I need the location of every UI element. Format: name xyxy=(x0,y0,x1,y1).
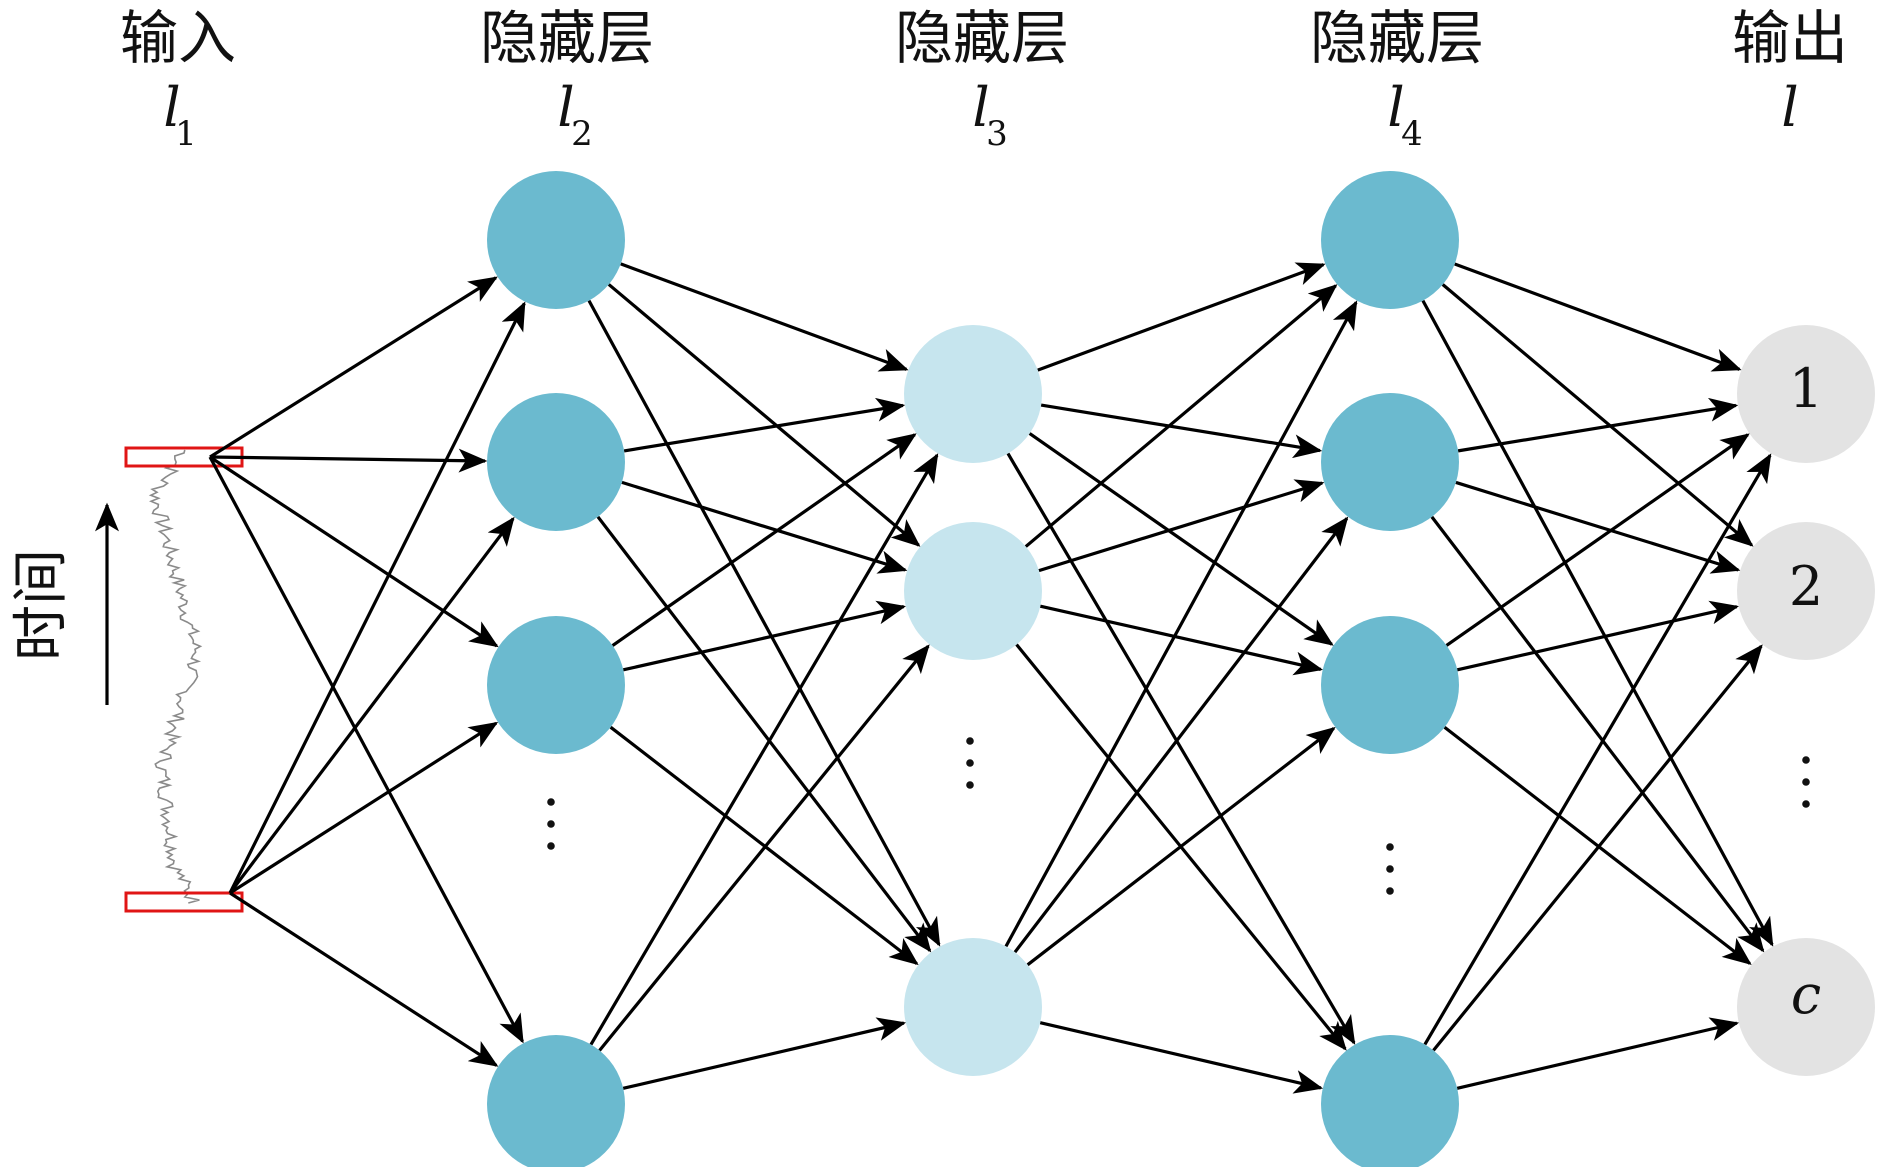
connection-arrow xyxy=(1037,262,1326,372)
connection-arrow xyxy=(1455,480,1741,574)
connection-arrow xyxy=(1454,262,1742,372)
layer-subscript-hidden1: 2 xyxy=(571,114,593,154)
layer-symbol-output: l xyxy=(1781,76,1798,139)
hidden-node-l2 xyxy=(487,393,625,531)
connection-arrow xyxy=(1039,1021,1324,1094)
hidden-node-l4 xyxy=(1321,393,1459,531)
connection-arrow xyxy=(229,891,499,1067)
ellipsis-hidden2 xyxy=(966,737,974,789)
hidden-node-l2 xyxy=(487,171,625,309)
ellipsis-hidden3 xyxy=(1386,843,1394,895)
connection-arrow xyxy=(596,515,932,953)
connection-arrow xyxy=(1432,644,1763,1052)
output-node-label: c xyxy=(1791,963,1821,1026)
connection-arrow xyxy=(620,262,909,372)
layer-heading-hidden3: 隐藏层 l 4 xyxy=(1310,4,1484,154)
connection-arrow xyxy=(622,600,907,672)
hidden-node-l3 xyxy=(904,938,1042,1076)
connection-arrow xyxy=(228,301,526,894)
connection-arrow xyxy=(622,1017,907,1090)
ellipsis-hidden1 xyxy=(547,798,555,850)
connection-arrow xyxy=(1028,432,1334,646)
connection-arrow xyxy=(1039,604,1324,676)
connection-arrow xyxy=(208,456,524,1044)
layer-title-hidden3: 隐藏层 xyxy=(1310,4,1484,72)
hidden-node-l4 xyxy=(1321,171,1459,309)
layer-heading-output: 输出 l xyxy=(1732,4,1848,139)
output-node xyxy=(1737,938,1875,1076)
connection-arrow xyxy=(209,455,499,648)
connection-arrow xyxy=(1445,433,1750,647)
time-axis: 时间 xyxy=(9,502,119,705)
connection-arrow xyxy=(1013,516,1349,954)
connection-arrow xyxy=(1421,299,1774,947)
layer-title-output: 输出 xyxy=(1732,4,1848,72)
layer-subscript-hidden2: 3 xyxy=(986,114,1008,154)
input-window-marker xyxy=(124,891,244,913)
connection-arrow xyxy=(1456,1017,1740,1090)
layer-symbol-input: l xyxy=(163,76,180,139)
connection-arrow xyxy=(587,299,941,947)
layer-subscript-input: 1 xyxy=(175,114,197,154)
connection-arrow xyxy=(1441,283,1754,547)
time-series-signal xyxy=(148,449,203,904)
connection-arrow xyxy=(1443,725,1752,966)
connection-arrow xyxy=(209,276,498,459)
connection-arrow xyxy=(611,433,917,647)
output-node xyxy=(1737,325,1875,463)
connection-arrow xyxy=(1004,300,1358,948)
connection-arrow xyxy=(209,448,488,473)
connection-arrow xyxy=(1024,284,1338,548)
connection-arrow xyxy=(1423,453,1772,1046)
output-node-label: 2 xyxy=(1789,555,1823,618)
layer-heading-hidden2: 隐藏层 l 3 xyxy=(895,4,1069,154)
layer-title-input: 输入 xyxy=(120,4,236,72)
connection-arrow xyxy=(609,725,919,966)
output-node-label: 1 xyxy=(1789,357,1823,420)
network-nodes xyxy=(487,171,1875,1167)
connection-arrow xyxy=(621,480,908,574)
connection-arrow xyxy=(1006,452,1356,1045)
connection-arrow xyxy=(1038,479,1325,573)
connection-arrow xyxy=(589,453,939,1046)
connection-arrow xyxy=(1430,515,1765,953)
connection-arrow xyxy=(228,516,515,894)
connection-arrow xyxy=(1457,397,1739,453)
layer-heading-input: 输入 l 1 xyxy=(120,4,236,154)
connection-arrow xyxy=(229,721,499,895)
hidden-node-l3 xyxy=(904,522,1042,660)
hidden-node-l2 xyxy=(487,1035,625,1167)
connection-edges xyxy=(208,262,1774,1094)
hidden-node-l3 xyxy=(904,325,1042,463)
connection-arrow xyxy=(1456,600,1740,672)
ellipsis-output xyxy=(1802,756,1810,808)
hidden-node-l4 xyxy=(1321,616,1459,754)
connection-arrow xyxy=(607,283,921,547)
layer-title-hidden1: 隐藏层 xyxy=(480,4,654,72)
connection-arrow xyxy=(623,397,906,453)
hidden-node-l2 xyxy=(487,616,625,754)
connection-arrow xyxy=(1026,726,1336,967)
time-axis-label: 时间 xyxy=(9,549,74,661)
layer-heading-hidden1: 隐藏层 l 2 xyxy=(480,4,654,154)
connection-arrow xyxy=(598,644,930,1052)
layer-symbol-hidden1: l xyxy=(557,76,574,139)
connection-arrow xyxy=(1040,403,1323,459)
layer-subscript-hidden3: 4 xyxy=(1401,114,1423,154)
hidden-node-l4 xyxy=(1321,1035,1459,1167)
layer-symbol-hidden2: l xyxy=(972,76,989,139)
output-node xyxy=(1737,522,1875,660)
layer-title-hidden2: 隐藏层 xyxy=(895,4,1069,72)
layer-symbol-hidden3: l xyxy=(1387,76,1404,139)
